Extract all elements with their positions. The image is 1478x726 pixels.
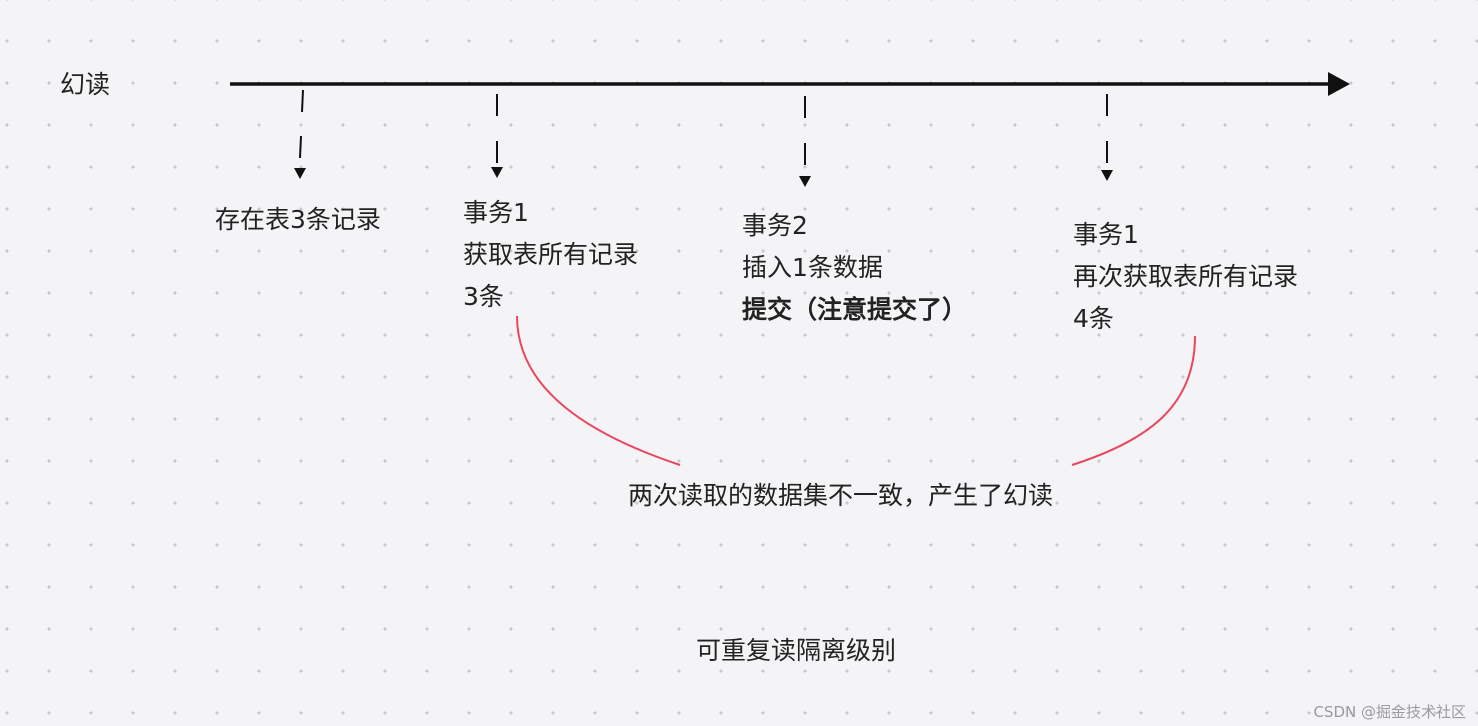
event-2-line-3: 3条 bbox=[463, 282, 504, 311]
event-2-line-2: 获取表所有记录 bbox=[463, 240, 639, 269]
diagram-title: 幻读 bbox=[60, 70, 111, 99]
event-2-line-1: 事务1 bbox=[463, 198, 529, 227]
event-label-1: 存在表3条记录 bbox=[215, 199, 381, 241]
event-pointer-4 bbox=[1101, 94, 1113, 181]
timeline-arrowhead bbox=[1328, 72, 1350, 96]
event-label-4: 事务1 再次获取表所有记录 4条 bbox=[1073, 214, 1298, 340]
event-pointer-2 bbox=[491, 94, 503, 178]
watermark: CSDN @掘金技术社区 bbox=[1313, 703, 1466, 721]
event-4-line-3: 4条 bbox=[1073, 304, 1114, 333]
event-label-2: 事务1 获取表所有记录 3条 bbox=[463, 192, 638, 318]
isolation-level-caption: 可重复读隔离级别 bbox=[696, 636, 897, 665]
event-pointer-3 bbox=[799, 96, 811, 187]
event-label-3: 事务2 插入1条数据 提交（注意提交了） bbox=[742, 205, 967, 331]
connector-curve-right bbox=[1071, 335, 1196, 466]
connector-curve-left bbox=[516, 315, 681, 466]
event-3-line-2: 插入1条数据 bbox=[742, 253, 883, 282]
event-4-line-2: 再次获取表所有记录 bbox=[1073, 262, 1299, 291]
event-3-commit-note: 提交（注意提交了） bbox=[742, 295, 968, 324]
event-pointer-1 bbox=[294, 89, 306, 179]
event-3-line-1: 事务2 bbox=[742, 211, 808, 240]
event-1-line-1: 存在表3条记录 bbox=[215, 205, 381, 234]
event-4-line-1: 事务1 bbox=[1073, 220, 1139, 249]
conclusion-text: 两次读取的数据集不一致，产生了幻读 bbox=[628, 481, 1054, 510]
